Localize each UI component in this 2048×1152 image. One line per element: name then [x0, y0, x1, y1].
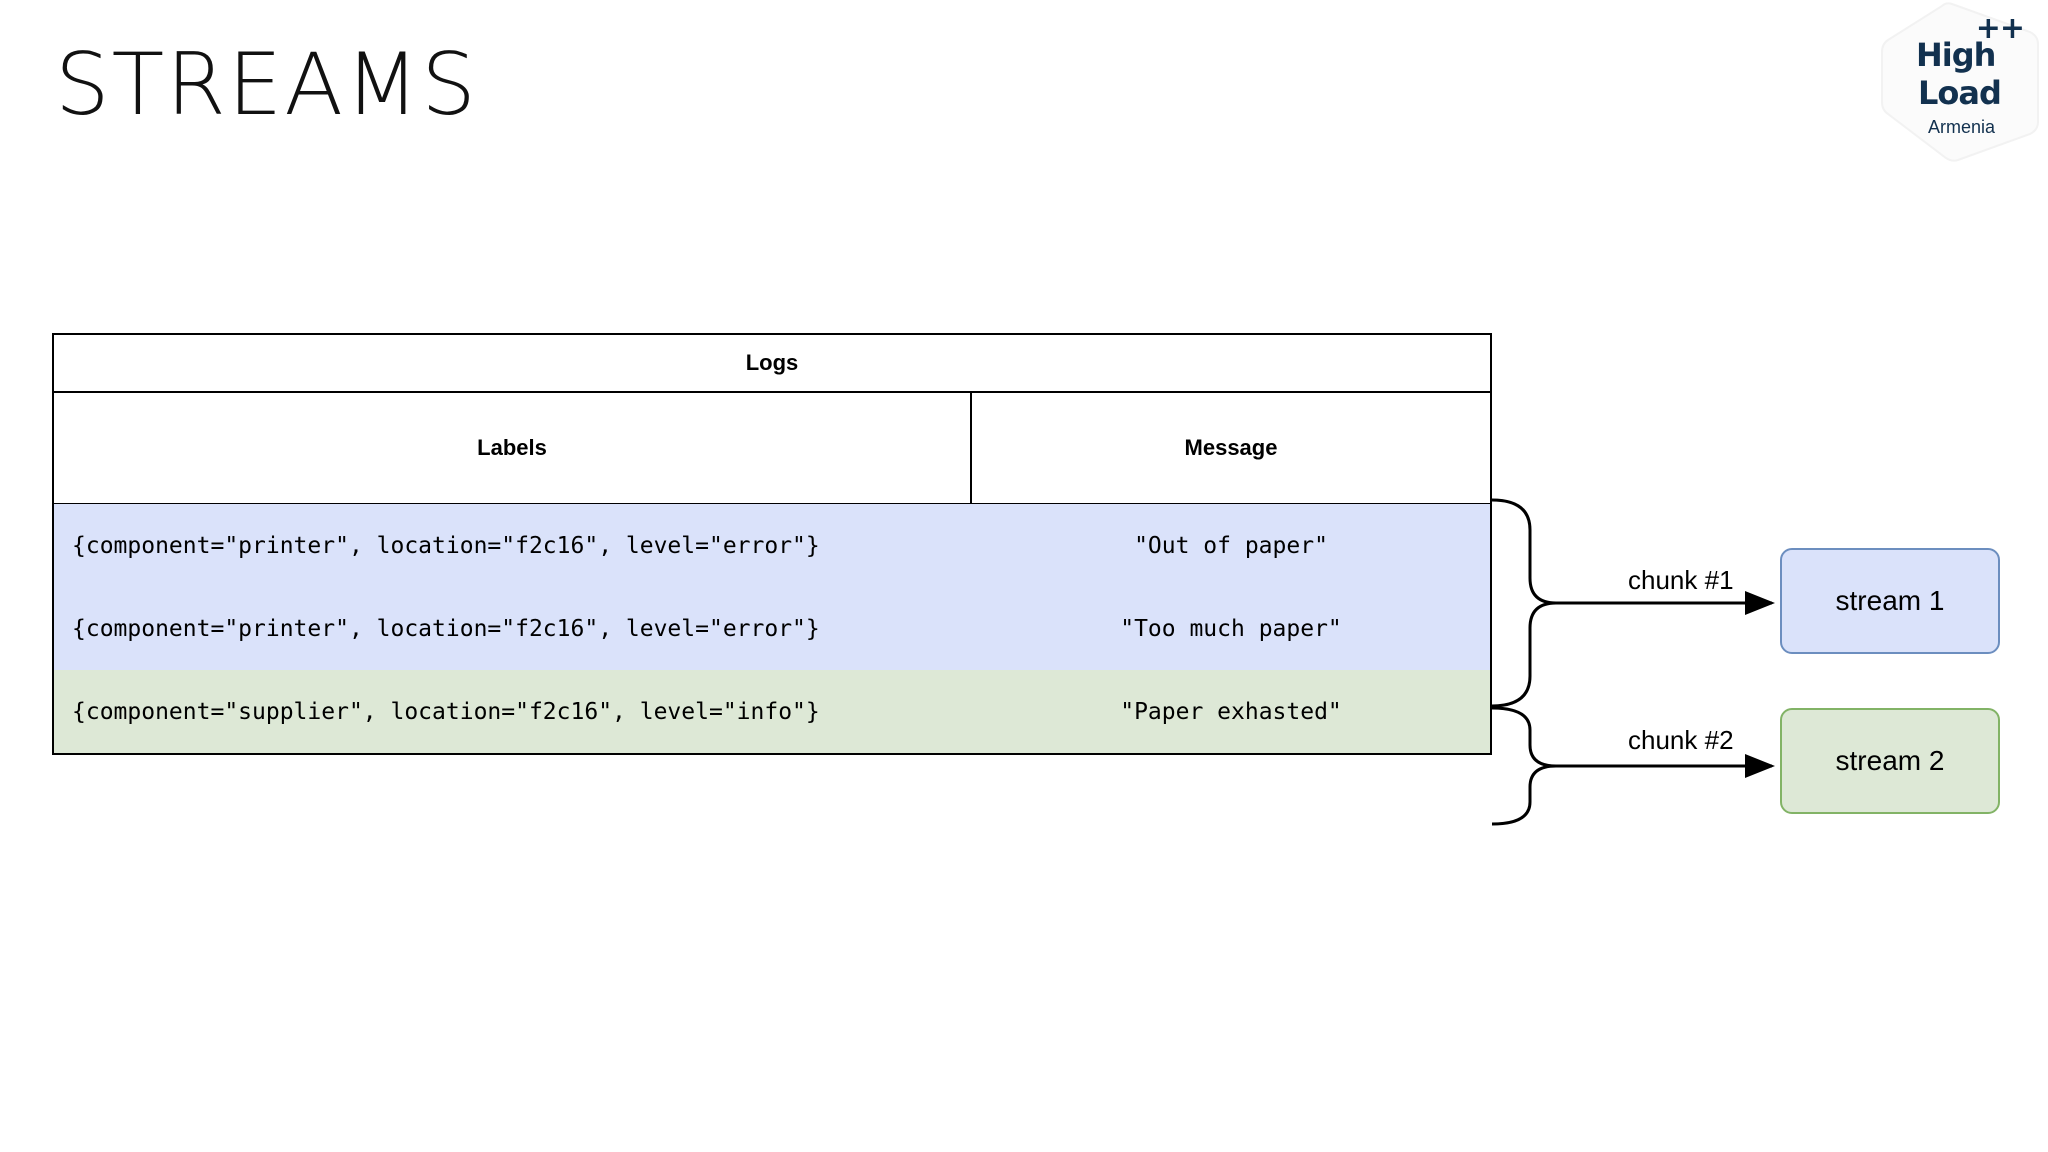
stream-box-2[interactable]: stream 2 [1780, 708, 2000, 814]
table-caption: Logs [54, 335, 1490, 393]
cell-labels: {component="printer", location="f2c16", … [72, 532, 820, 559]
logo-plusplus: ++ [1975, 11, 2025, 46]
table-row: {component="printer", location="f2c16", … [54, 587, 1490, 670]
column-header-labels: Labels [54, 393, 972, 503]
logo-line-high: High [1916, 36, 1996, 74]
cell-message: "Too much paper" [1120, 615, 1342, 642]
chunk-group-2: {component="supplier", location="f2c16",… [54, 670, 1490, 753]
highload-armenia-logo: ++ High Load Armenia [1880, 2, 2040, 162]
table-row: {component="supplier", location="f2c16",… [54, 670, 1490, 753]
cell-message: "Out of paper" [1134, 532, 1328, 559]
chunk-label-1: chunk #1 [1622, 565, 1740, 596]
chunk-label-2: chunk #2 [1622, 725, 1740, 756]
brace-chunk-1 [1491, 498, 1557, 708]
brace-chunk-2 [1491, 706, 1557, 826]
cell-labels: {component="supplier", location="f2c16",… [72, 698, 820, 725]
logo-line-load: Load [1918, 74, 2002, 112]
logo-line-armenia: Armenia [1928, 117, 1996, 137]
table-row: {component="printer", location="f2c16", … [54, 504, 1490, 587]
cell-labels: {component="printer", location="f2c16", … [72, 615, 820, 642]
hexagon-icon [1881, 2, 2039, 162]
chunk-group-1: {component="printer", location="f2c16", … [54, 504, 1490, 670]
stream-box-1[interactable]: stream 1 [1780, 548, 2000, 654]
cell-message: "Paper exhasted" [1120, 698, 1342, 725]
logo-hex-shape [1880, 2, 2040, 162]
table-header-row: Labels Message [54, 393, 1490, 504]
logs-table: Logs Labels Message {component="printer"… [52, 333, 1492, 755]
column-header-message: Message [1184, 435, 1278, 460]
page-title: STREAMS [55, 35, 478, 135]
